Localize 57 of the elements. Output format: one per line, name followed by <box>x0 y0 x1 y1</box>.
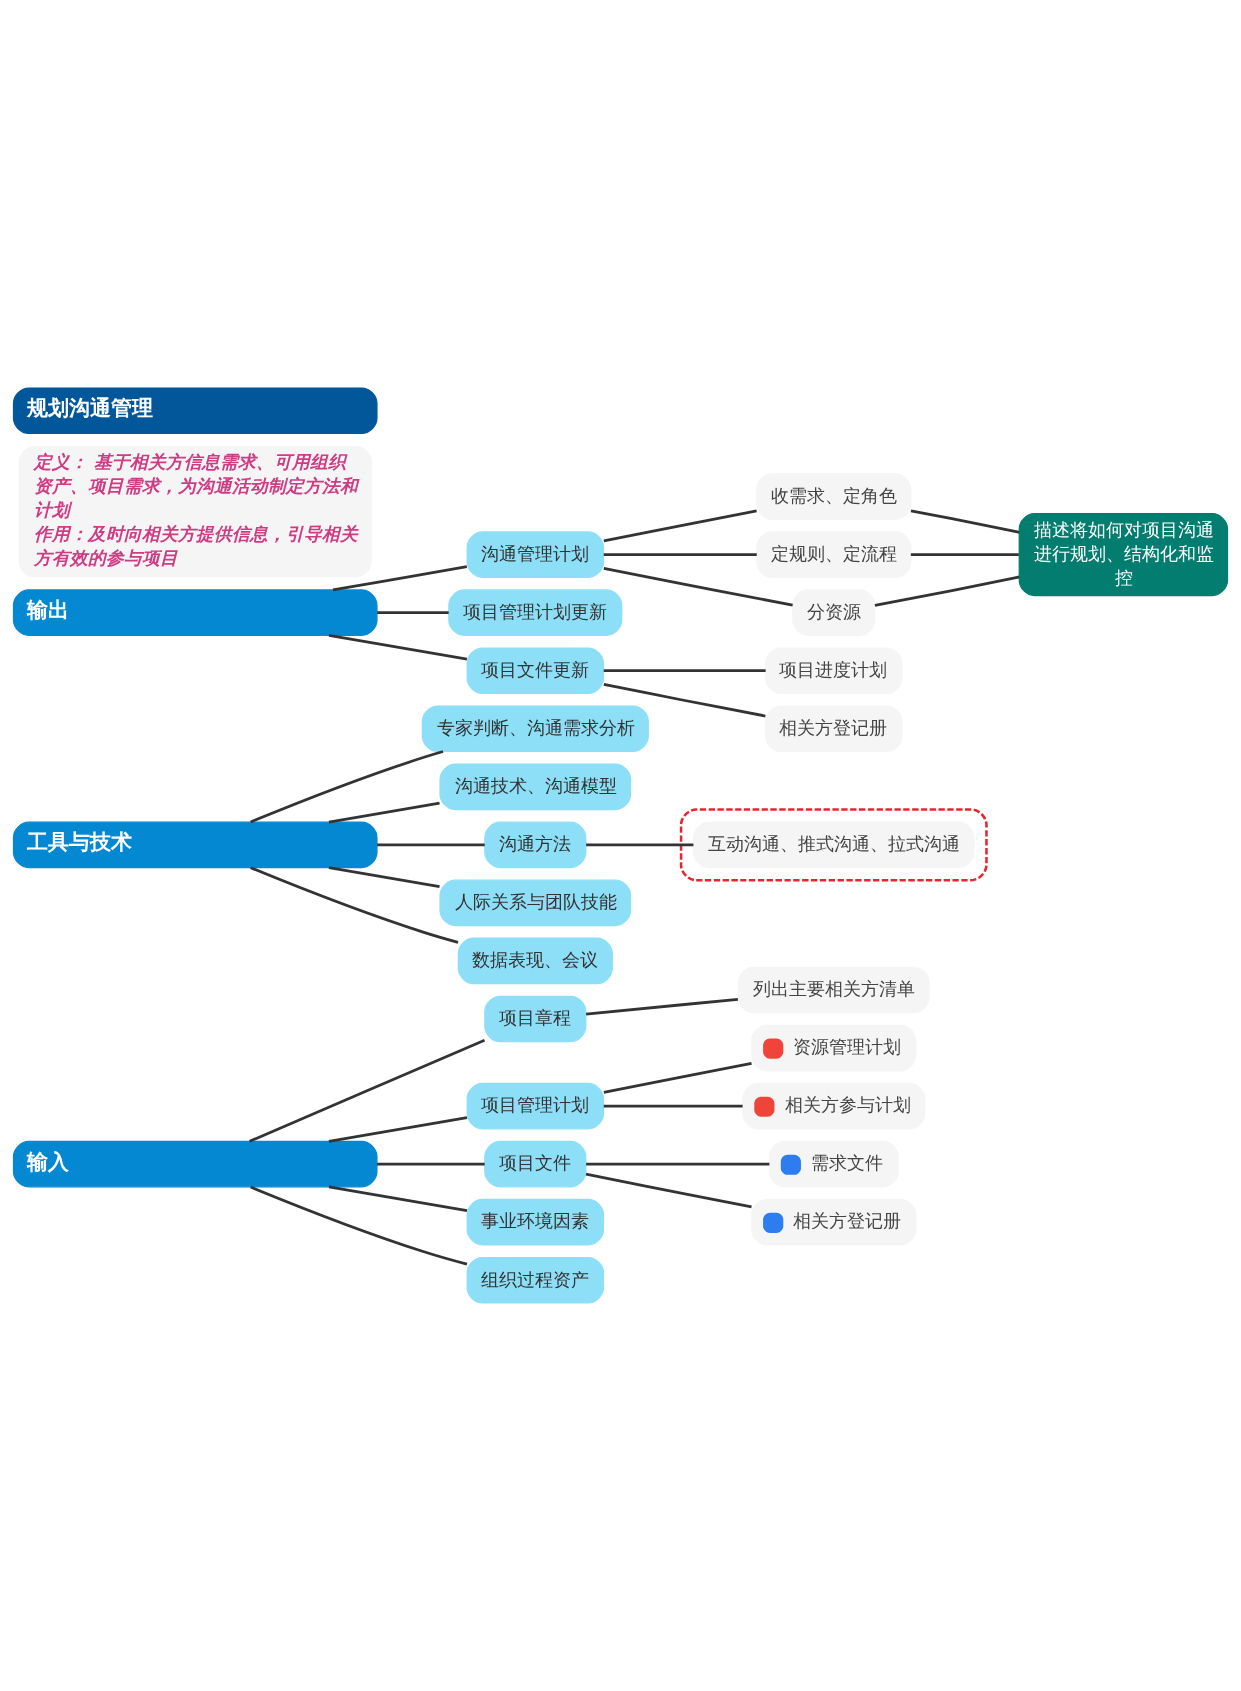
connector <box>328 1116 468 1143</box>
node-box: 项目章程 <box>484 995 587 1043</box>
connector <box>586 843 694 847</box>
connector <box>585 1172 752 1209</box>
connector <box>250 750 444 824</box>
connector <box>328 634 468 661</box>
node-box: 事业环境因素 <box>466 1198 605 1246</box>
node-box: 分资源 <box>792 589 876 636</box>
node-box: 互动沟通、推式沟通、拉式沟通 <box>693 821 975 869</box>
connector <box>332 565 468 592</box>
connector <box>910 553 1019 556</box>
node-box: 沟通技术、沟通模型 <box>439 763 632 811</box>
node-box: 定规则、定流程 <box>756 531 912 578</box>
node-box: 项目文件更新 <box>466 647 605 695</box>
node-box: 输出 <box>12 589 378 636</box>
connector <box>586 1162 770 1166</box>
connector <box>603 669 766 673</box>
node-box: 项目进度计划 <box>765 647 903 695</box>
node-box: 沟通管理计划 <box>466 531 605 578</box>
connector <box>377 843 485 847</box>
connector <box>910 509 1020 534</box>
connector <box>603 683 766 718</box>
connector <box>377 611 449 615</box>
node-box: 沟通方法 <box>484 821 587 869</box>
node-box: 需求文件 <box>768 1140 899 1188</box>
node-box: 人际关系与团队技能 <box>439 879 632 927</box>
connector <box>250 866 459 944</box>
node-box: 列出主要相关方清单 <box>737 966 930 1014</box>
connector <box>377 1162 485 1166</box>
connector <box>328 1185 468 1213</box>
connector <box>249 1039 486 1143</box>
node-box: 工具与技术 <box>12 821 378 869</box>
node-box: 相关方登记册 <box>751 1198 917 1246</box>
connector <box>603 509 757 543</box>
connector <box>603 1104 743 1108</box>
node-box: 收需求、定角色 <box>756 473 912 520</box>
node-box: 组织过程资产 <box>466 1256 605 1304</box>
node-box: 项目文件 <box>484 1140 587 1188</box>
node-box: 相关方登记册 <box>765 705 903 753</box>
node-box: 项目管理计划更新 <box>448 589 623 636</box>
connector <box>603 553 757 556</box>
connector <box>328 801 440 824</box>
node-box: 输入 <box>12 1140 378 1188</box>
node-box: 相关方参与计划 <box>742 1082 926 1130</box>
connector <box>328 866 440 889</box>
node-box: 资源管理计划 <box>751 1024 917 1072</box>
node-box: 描述将如何对项目沟通进行规划、结构化和监控 <box>1018 513 1229 597</box>
node-box: 规划沟通管理 <box>12 387 378 435</box>
node-box: 专家判断、沟通需求分析 <box>421 705 649 753</box>
node-box: 数据表现、会议 <box>457 937 613 985</box>
connector <box>585 997 739 1016</box>
connector <box>603 566 793 607</box>
connector <box>603 1062 752 1094</box>
connector <box>874 575 1020 607</box>
connector <box>250 1185 468 1266</box>
node-box: 项目管理计划 <box>466 1082 605 1130</box>
cluster <box>679 808 988 882</box>
